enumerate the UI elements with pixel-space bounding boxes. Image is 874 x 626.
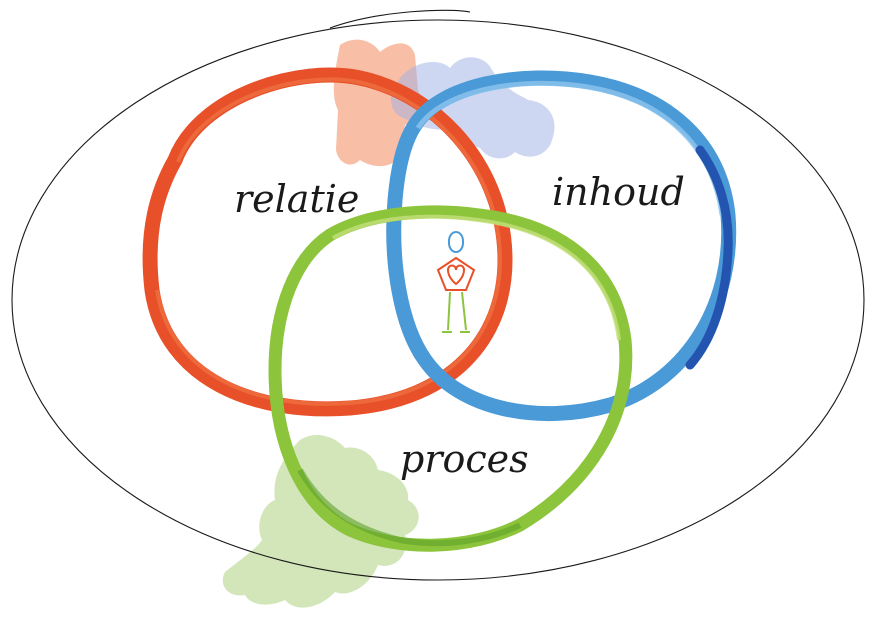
- person-figure-icon: [436, 231, 476, 333]
- blue-splash: [390, 57, 555, 159]
- relatie-circle: [142, 67, 513, 417]
- inhoud-circle: [386, 70, 737, 422]
- outer-ellipse-top-stroke: [329, 9, 471, 29]
- relatie-label: relatie: [234, 177, 359, 221]
- green-splash: [222, 434, 419, 608]
- outer-ellipse: [11, 19, 865, 581]
- blue-splash-shape: [390, 57, 555, 159]
- inhoud-label: inhoud: [552, 170, 685, 214]
- green-splash-shape: [222, 434, 419, 608]
- proces-label: proces: [400, 437, 529, 481]
- proces-circle: [268, 205, 633, 552]
